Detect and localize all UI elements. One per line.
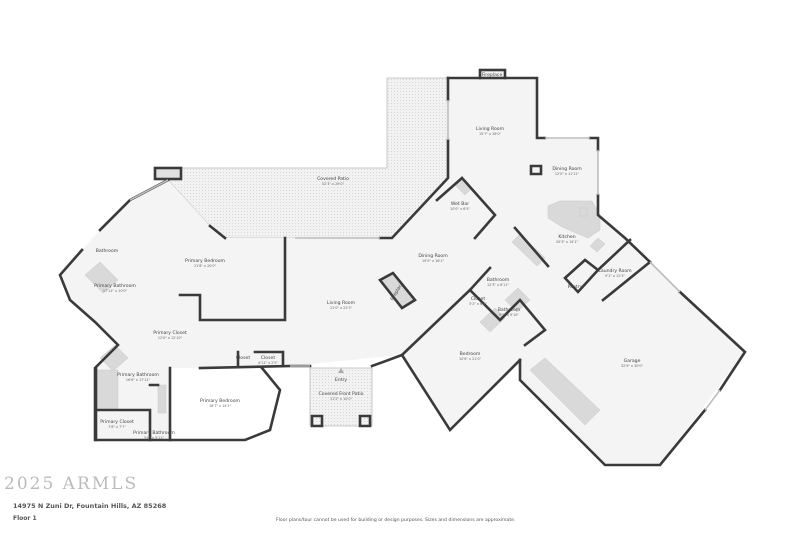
room-dimensions: 32'9" x 30'0"	[621, 364, 644, 368]
room-dimensions: 12'0" x 12'10"	[158, 336, 183, 340]
room-dimensions: 21'8" x 20'0"	[194, 264, 217, 268]
room-dimensions: 21'0" x 22'3"	[330, 306, 353, 310]
room-dimensions: 11'2" x 10'0"	[330, 397, 353, 401]
room-label: Bathroom	[96, 248, 119, 254]
property-address: 14975 N Zuni Dr, Fountain Hills, AZ 8526…	[13, 502, 167, 510]
room-name: Fireplace	[482, 72, 503, 78]
room-dimensions: 5'8" x 5'11"	[144, 436, 164, 440]
room-dimensions: 12'3" x 6'11"	[487, 283, 510, 287]
room-name: Primary Bathroom	[117, 372, 159, 378]
disclaimer: Floor plans/tour cannot be used for buil…	[276, 518, 516, 523]
room-name: Closet	[471, 296, 486, 302]
room-name: Bathroom	[487, 277, 510, 283]
room-dimensions: 12'0" x 11'11"	[555, 172, 580, 176]
room-name: Living Room	[327, 300, 356, 306]
windows	[129, 100, 721, 411]
room-name: Kitchen	[558, 234, 575, 240]
room-label: Pantry	[568, 284, 583, 290]
room-dimensions: 9'1" x 12'3"	[605, 274, 625, 278]
room-dimensions: 20'3" x 14'1"	[556, 240, 579, 244]
room-dimensions: 18'7" x 14'1"	[209, 404, 232, 408]
room-name: Pantry	[568, 284, 583, 290]
room-dimensions: 4'11" x 2'5"	[258, 361, 278, 365]
room-name: Laundry Room	[598, 268, 632, 274]
room-dimensions: 10'0" x 6'5"	[450, 207, 470, 211]
fixtures	[84, 177, 606, 426]
room-label: Fireplace	[482, 72, 503, 78]
room-name: Primary Bathroom	[133, 430, 175, 436]
room-name: Primary Bedroom	[200, 398, 241, 404]
room-dimensions: 9'9" x 9'10"	[499, 313, 519, 317]
room-name: Bathroom	[96, 248, 119, 254]
room-dimensions: 19'0" x 16'1"	[422, 259, 445, 263]
room-name: Wet Bar	[451, 201, 469, 207]
room-name: Primary Bedroom	[185, 258, 226, 264]
room-name: Bedroom	[460, 351, 481, 357]
interior-floor	[60, 78, 745, 465]
room-name: Covered Front Patio	[319, 391, 364, 397]
room-name: Covered Patio	[317, 176, 349, 182]
room-label: Entry	[335, 377, 348, 383]
room-dimensions: 15'7" x 28'0"	[479, 132, 502, 136]
room-dimensions: 5'2" x 6'6"	[469, 302, 487, 306]
room-dimensions: 16'6" x 17'11"	[126, 378, 151, 382]
room-name: Garage	[624, 358, 641, 364]
entry-arrow-icon	[338, 368, 344, 373]
covered-patio-area	[167, 77, 449, 239]
room-name: Bathroom	[498, 307, 521, 313]
room-dimensions: 52'3" x 29'0"	[322, 182, 345, 186]
room-name: Dining Room	[418, 253, 448, 259]
room-name: Entry	[335, 377, 348, 383]
room-dimensions: 7'8" x 7'7"	[108, 425, 126, 429]
room-dimensions: 10'6" x 21'0"	[459, 357, 482, 361]
room-name: Dining Room	[552, 166, 582, 172]
room-name: Living Room	[476, 126, 505, 132]
room-name: Closet	[236, 355, 251, 361]
room-name: Primary Closet	[153, 330, 187, 336]
room-label: Closet	[236, 355, 251, 361]
floor-label: Floor 1	[13, 515, 37, 522]
room-dimensions: 17'11" x 10'0"	[103, 289, 128, 293]
room-name: Closet	[261, 355, 276, 361]
room-name: Primary Bathroom	[94, 283, 136, 289]
room-name: Primary Closet	[100, 419, 134, 425]
watermark: 2025 ARMLS	[4, 474, 139, 494]
